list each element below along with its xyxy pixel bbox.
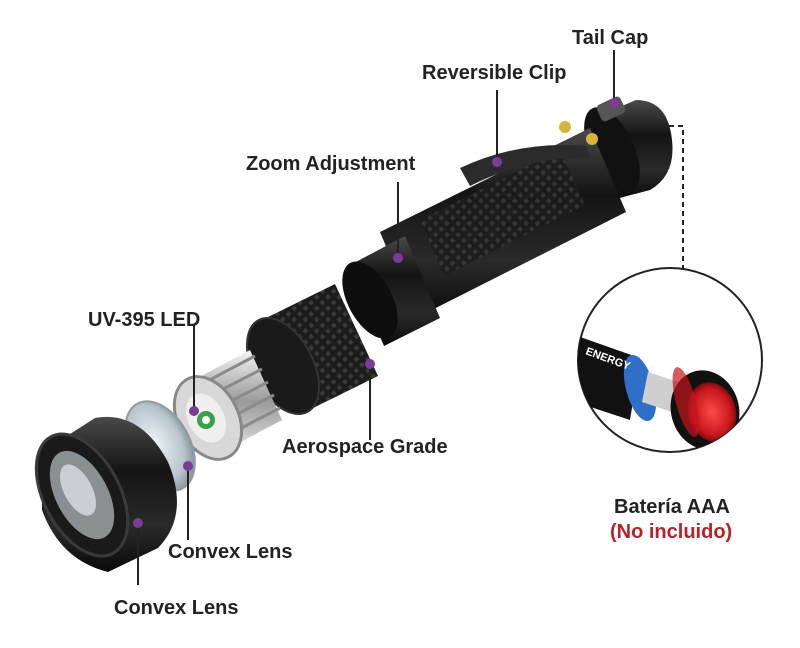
label-aerospace-grade: Aerospace Grade: [282, 436, 448, 458]
screw-icon: [559, 121, 571, 133]
marker-dot: [133, 518, 143, 528]
flashlight-body: [380, 121, 626, 318]
zoom-sleeve: [342, 236, 440, 346]
battery-icon: [578, 330, 640, 420]
label-uv-led: UV-395 LED: [88, 309, 201, 331]
marker-dot: [492, 157, 502, 167]
label-zoom-adjustment: Zoom Adjustment: [246, 153, 416, 175]
marker-dot: [189, 406, 199, 416]
leader-lines: [137, 50, 615, 585]
label-battery: Batería AAA: [614, 496, 730, 518]
reversible-clip: [460, 144, 590, 186]
marker-dot: [365, 359, 375, 369]
marker-dot: [393, 253, 403, 263]
label-tail-cap: Tail Cap: [572, 27, 649, 49]
label-convex-lens-inner: Convex Lens: [168, 541, 293, 563]
label-convex-lens-outer: Convex Lens: [114, 597, 239, 619]
markers: [133, 98, 619, 528]
marker-dot: [183, 461, 193, 471]
marker-dot: [609, 98, 619, 108]
battery-inset: SUPER ENERGY: [577, 267, 763, 453]
led-module: [172, 350, 282, 461]
front-bezel: [34, 416, 177, 572]
label-reversible-clip: Reversible Clip: [422, 62, 567, 84]
label-battery-note: (No incluido): [610, 521, 733, 543]
battery-connector: [642, 125, 684, 274]
screw-icon: [586, 133, 598, 145]
